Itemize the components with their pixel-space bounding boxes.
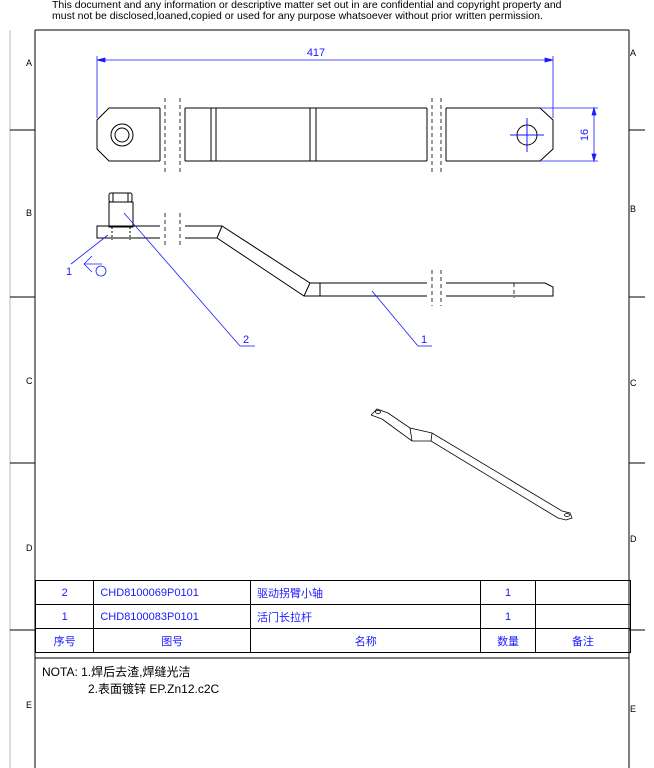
break-marks: [164, 98, 515, 306]
bom-row-name: 活门长拉杆: [250, 604, 482, 629]
technical-notes: NOTA: 1.焊后去渣,焊缝光洁 2.表面镀锌 EP.Zn12.c2C: [42, 664, 219, 698]
zone-left-b: B: [26, 208, 33, 218]
bom-row-name: 驱动拐臂小轴: [250, 580, 482, 605]
zone-right-b: B: [630, 204, 637, 214]
zone-right-e: E: [630, 704, 637, 714]
zone-right-a: A: [630, 48, 637, 58]
balloon-part1-label: 1: [421, 334, 427, 346]
length-dimension-label: 417: [307, 47, 325, 59]
side-view: [96, 192, 554, 297]
note-1-text: 1.焊后去渣,焊缝光洁: [81, 665, 191, 679]
centre-mark: [510, 118, 544, 152]
bom-header-name: 名称: [250, 628, 482, 653]
bom-header-code: 图号: [93, 628, 252, 653]
bom-header-row: 序号 图号 名称 数量 备注: [34, 628, 632, 653]
zone-left-d: D: [26, 543, 33, 553]
leader-part1: [371, 290, 432, 347]
sheet-border: [9, 29, 645, 768]
width-dimension-label: 16: [579, 129, 591, 141]
note-2: 2.表面镀锌 EP.Zn12.c2C: [88, 682, 220, 696]
bom-row-qty: 1: [480, 604, 536, 629]
note-1: NOTA: 1.焊后去渣,焊缝光洁: [42, 664, 219, 681]
bom-header-no: 序号: [34, 628, 95, 653]
balloon-part2-label: 2: [243, 334, 249, 346]
weld-balloon-label: 1: [66, 266, 72, 278]
width-dimension: [540, 106, 598, 163]
bom-row-qty: 1: [480, 580, 536, 605]
zone-right-d: D: [630, 534, 637, 544]
bom-header-qty: 数量: [480, 628, 536, 653]
bom-row-remark: [534, 604, 632, 629]
isometric-view: [370, 408, 573, 521]
weld-symbol: [70, 234, 109, 277]
zone-left-e: E: [26, 700, 33, 710]
bom-row-code: CHD8100069P0101: [93, 580, 252, 605]
bom-row-no: 2: [34, 580, 95, 605]
zone-left-c: C: [26, 376, 33, 386]
confidentiality-line-1: This document and any information or des…: [52, 0, 562, 11]
bill-of-materials: 2 CHD8100069P0101 驱动拐臂小轴 1 1 CHD8100083P…: [34, 580, 632, 653]
bom-row-remark: [534, 580, 632, 605]
bom-row-code: CHD8100083P0101: [93, 604, 252, 629]
zone-left-a: A: [26, 58, 33, 68]
confidentiality-line-2: must not be disclosed,loaned,copied or u…: [52, 10, 543, 22]
notes-label: NOTA:: [42, 665, 78, 679]
bom-row: 2 CHD8100069P0101 驱动拐臂小轴 1: [34, 580, 632, 605]
bom-header-remark: 备注: [534, 628, 632, 653]
bom-row-no: 1: [34, 604, 95, 629]
bom-row: 1 CHD8100083P0101 活门长拉杆 1: [34, 604, 632, 629]
confidentiality-notice: This document and any information or des…: [52, 0, 648, 22]
leader-part2: [123, 212, 255, 347]
zone-right-c: C: [630, 378, 637, 388]
